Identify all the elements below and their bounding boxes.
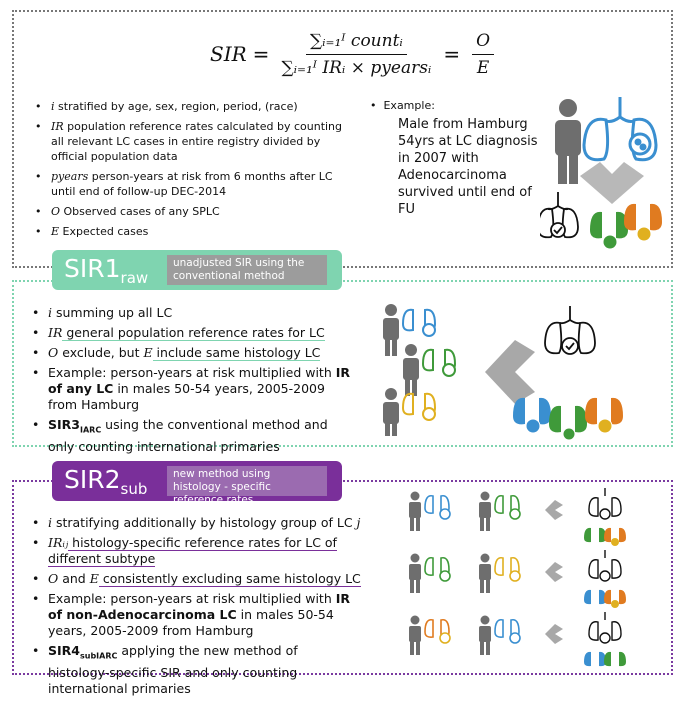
sir2-illustration: [409, 488, 626, 667]
formula-eq2: =: [443, 42, 461, 66]
formula-expected: E: [476, 57, 490, 78]
chevron-down-icon: [580, 162, 644, 204]
lung-outline-icon: [588, 550, 622, 582]
formula-observed: O: [472, 31, 495, 55]
histology-lungs-icon: [584, 589, 626, 608]
lung-icon: [424, 618, 521, 644]
list-item: i summing up all LC: [32, 305, 352, 321]
list-item: SIR3IARC using the conventional method a…: [32, 417, 352, 455]
histology-lungs-icon: [584, 527, 626, 546]
lung-icon: [401, 308, 457, 421]
lung-icon: [424, 556, 521, 582]
lung-outline-icon: [588, 488, 622, 520]
definition-list: i stratified by age, sex, region, period…: [35, 99, 355, 244]
list-item: i stratifying additionally by histology …: [32, 515, 362, 531]
sir1-tag: unadjusted SIR using the conventional me…: [167, 255, 327, 285]
list-item: O Observed cases of any SPLC: [35, 204, 355, 219]
person-icon: [409, 491, 491, 531]
formula-fraction: ∑ᵢ₌₁ᴵ countᵢ ∑ᵢ₌₁ᴵ IRᵢ × pyearsᵢ: [281, 31, 431, 78]
person-icon: [383, 304, 419, 436]
sir-formula: SIR = ∑ᵢ₌₁ᴵ countᵢ ∑ᵢ₌₁ᴵ IRᵢ × pyearsᵢ =…: [210, 24, 500, 84]
list-item: IRᵢⱼ histology-specific reference rates …: [32, 535, 362, 567]
example-label: • Example:: [370, 99, 435, 112]
sir1-list: i summing up all LC IR general populatio…: [32, 305, 352, 459]
lung-outline-icon: [544, 306, 596, 355]
list-item: pyears person-years at risk from 6 month…: [35, 169, 355, 199]
list-item: IR general population reference rates fo…: [32, 325, 352, 341]
adenocarcinoma-lung-icon: [582, 97, 658, 162]
list-item: Example: person-years at risk multiplied…: [32, 591, 362, 639]
lung-icon: [424, 494, 521, 520]
lung-outline-icon: [540, 192, 579, 239]
histology-lungs-icon: [584, 651, 626, 667]
formula-denominator: ∑ᵢ₌₁ᴵ IRᵢ × pyearsᵢ: [281, 57, 432, 78]
example-text: Male from Hamburg 54yrs at LC diagnosis …: [398, 117, 538, 217]
formula-fraction-oe: O E: [472, 31, 495, 78]
sir1-illustration: [383, 304, 623, 440]
formula-lhs: SIR: [210, 42, 247, 66]
person-icon: [409, 553, 491, 593]
histology-row: [409, 488, 626, 546]
definition-panel: [12, 10, 673, 268]
person-icon: [409, 615, 491, 655]
sir2-list: i stratifying additionally by histology …: [32, 515, 362, 701]
sir1-banner: SIR1raw unadjusted SIR using the convent…: [52, 250, 342, 290]
histology-lungs-icon: [513, 397, 623, 440]
list-item: O exclude, but E include same histology …: [32, 345, 352, 361]
person-icon: [555, 99, 581, 184]
chevron-left-icon: [545, 500, 563, 520]
sir2-title: SIR2sub: [64, 464, 148, 498]
sir2-banner: SIR2sub new method using histology - spe…: [52, 461, 342, 506]
chevron-left-icon: [545, 624, 563, 644]
chevron-left-icon: [545, 562, 563, 582]
example-illustration: [540, 97, 662, 250]
sir1-title: SIR1raw: [64, 253, 149, 287]
list-item: Example: person-years at risk multiplied…: [32, 365, 352, 413]
list-item: IR population reference rates calculated…: [35, 119, 355, 164]
chevron-right-icon: [485, 340, 535, 404]
sir2-tag: new method using histology - specific re…: [167, 466, 327, 506]
list-item: SIR4subIARC applying the new method of h…: [32, 643, 362, 697]
list-item: i stratified by age, sex, region, period…: [35, 99, 355, 114]
list-item: O and E consistently excluding same hist…: [32, 571, 362, 587]
histology-lungs-icon: [590, 203, 662, 250]
histology-row: [409, 550, 626, 608]
lung-outline-icon: [588, 612, 622, 644]
formula-numerator: ∑ᵢ₌₁ᴵ countᵢ: [305, 31, 407, 55]
histology-row: [409, 612, 626, 667]
list-item: E Expected cases: [35, 224, 355, 239]
